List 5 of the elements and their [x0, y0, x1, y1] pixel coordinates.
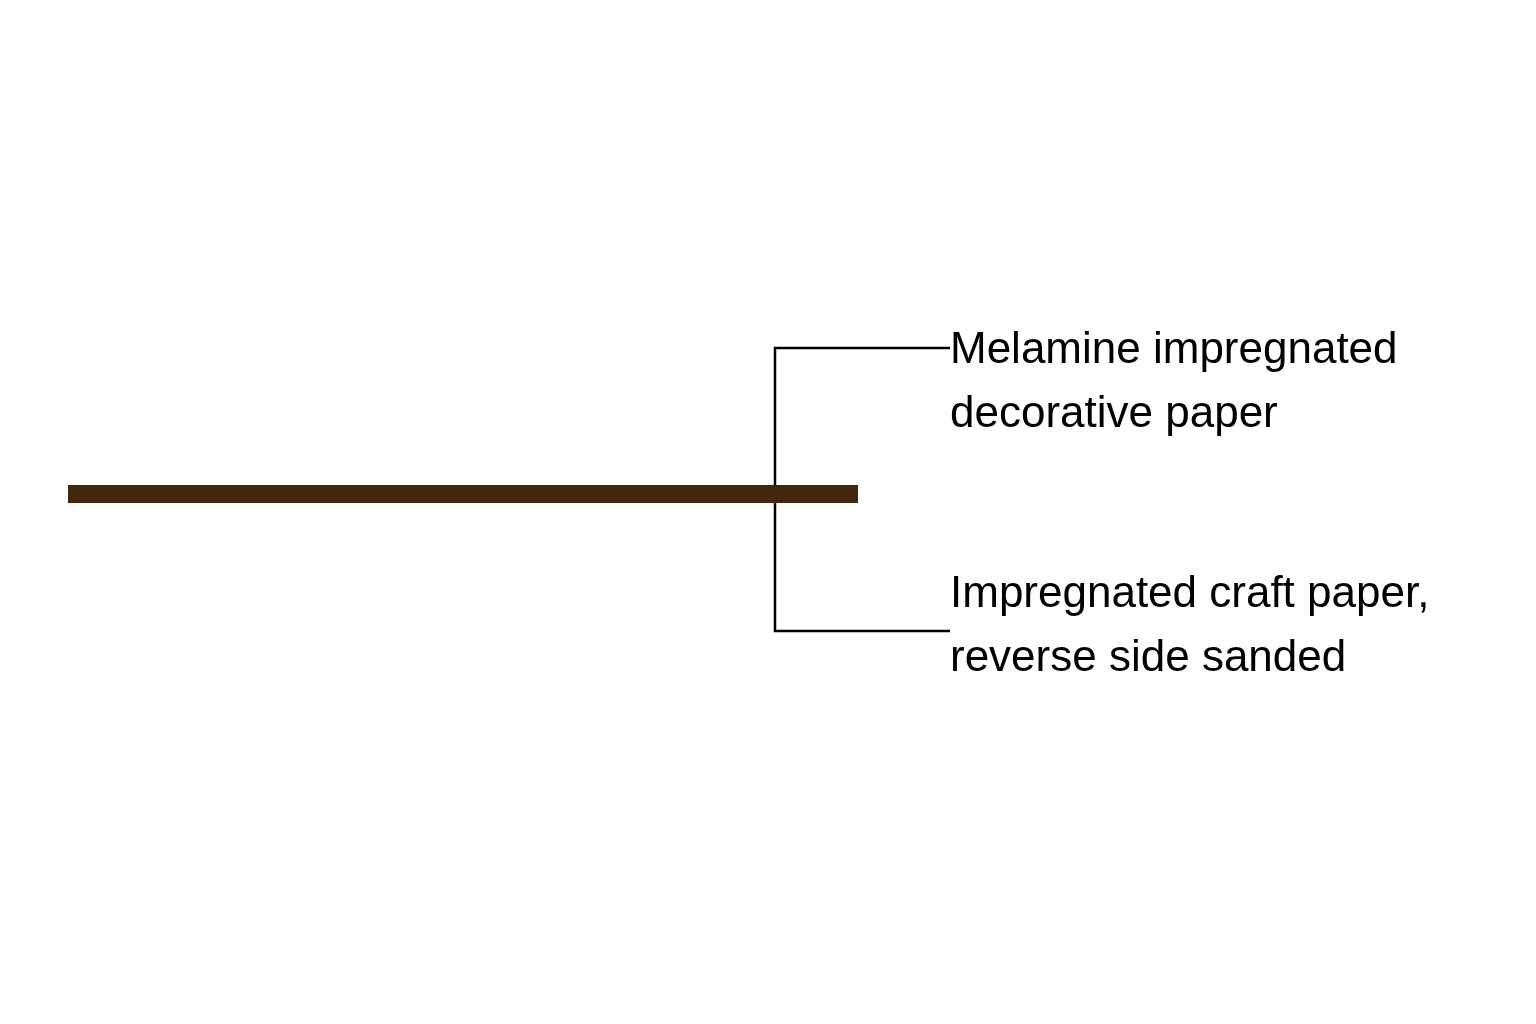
layer-label: Impregnated craft paper, reverse side sanded — [950, 560, 1520, 688]
leader-line — [773, 503, 950, 633]
laminate-board — [68, 485, 858, 503]
leader-line — [773, 346, 950, 485]
layer-label: Melamine impregnated decorative paper — [950, 316, 1520, 444]
